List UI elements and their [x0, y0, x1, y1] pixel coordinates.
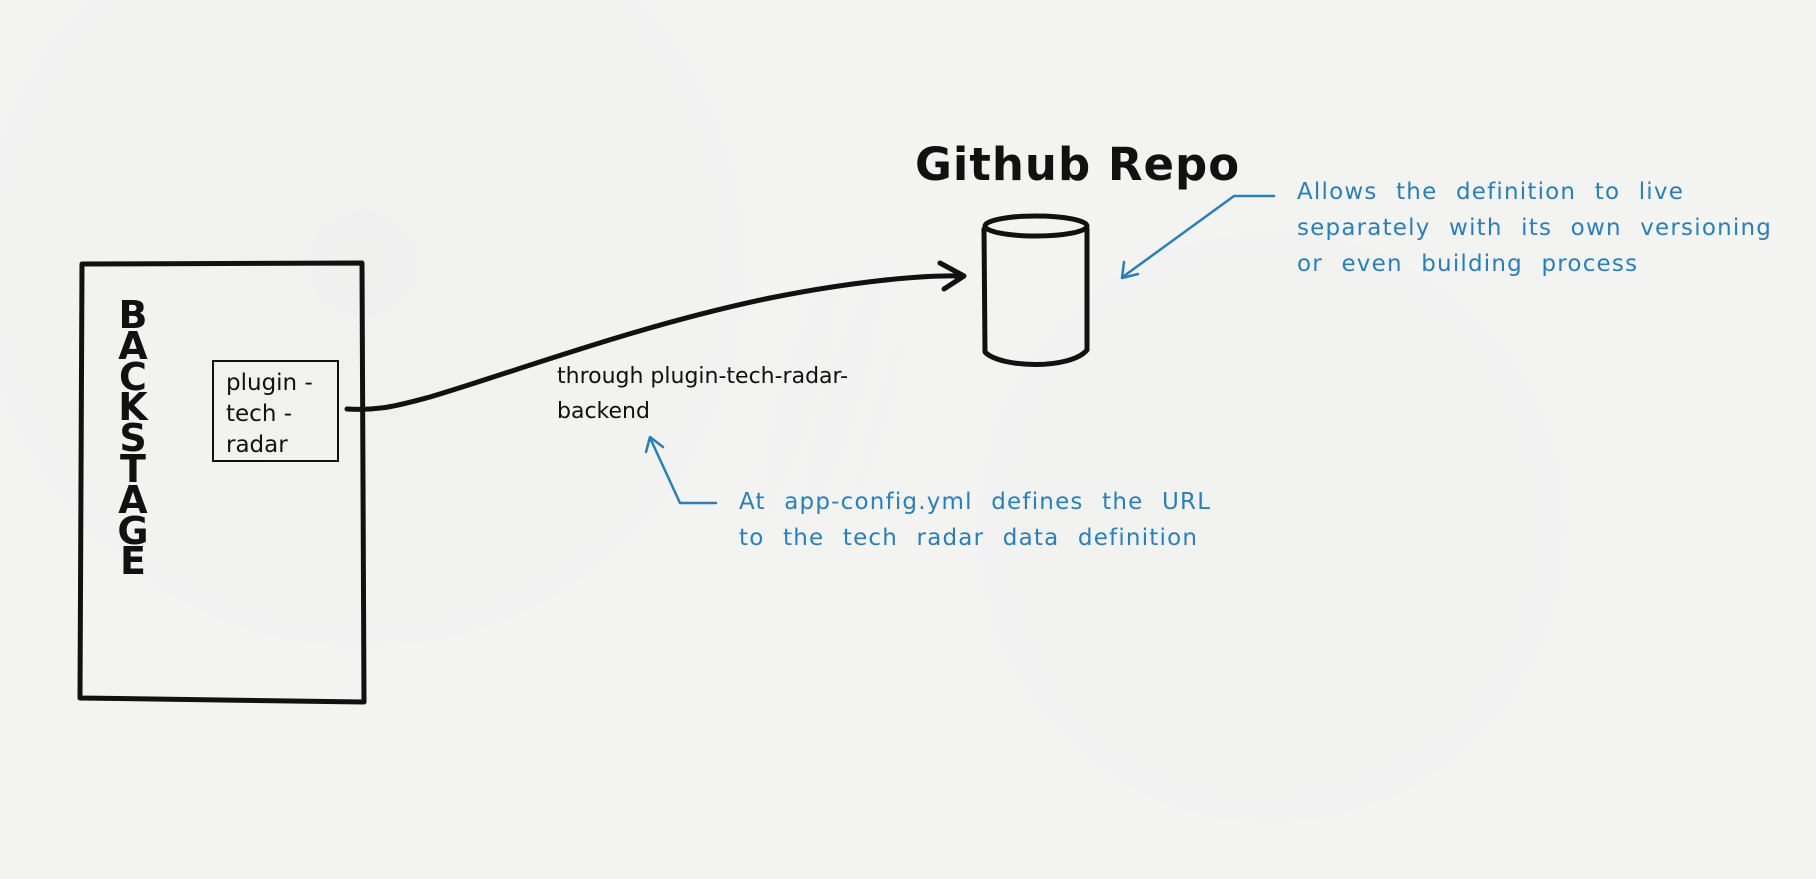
connection-arrow-head: [937, 260, 967, 292]
connection-label-line: through plugin-tech-radar-: [557, 364, 849, 389]
note-bottom-line: to the tech radar data definition: [739, 525, 1199, 551]
backstage-letter: C: [119, 354, 147, 399]
plugin-line: tech -: [226, 401, 293, 427]
backstage-letter: A: [118, 323, 148, 368]
note-top-line: Allows the definition to live: [1297, 179, 1685, 205]
note-bottom: At app-config.yml defines the URL to the…: [739, 484, 1211, 556]
plugin-line: plugin -: [226, 370, 313, 396]
backstage-letter: E: [120, 539, 146, 584]
note-bottom-line: At app-config.yml defines the URL: [739, 489, 1212, 515]
backstage-letter: T: [120, 446, 146, 491]
note-top-line: separately with its own versioning: [1297, 215, 1773, 241]
backstage-letter: K: [118, 385, 148, 430]
connection-label: through plugin-tech-radar- backend: [557, 359, 848, 429]
note-bottom-pointer-head: [644, 435, 665, 454]
note-bottom-pointer-line: [649, 438, 718, 505]
backstage-letter: B: [118, 293, 148, 337]
repo-database-icon: [981, 213, 1090, 367]
note-top-pointer-line: [1122, 194, 1276, 278]
backstage-letter: A: [118, 477, 148, 522]
backstage-letter: G: [117, 508, 149, 553]
backstage-label: B A C K S T A G E: [117, 293, 149, 584]
plugin-tech-radar-box: plugin - tech - radar: [212, 360, 339, 462]
note-top: Allows the definition to live separately…: [1297, 174, 1772, 282]
note-top-pointer-head: [1120, 260, 1140, 280]
repo-title: Github Repo: [915, 138, 1241, 191]
backstage-letter: S: [119, 416, 147, 461]
backstage-box: [77, 260, 367, 705]
connection-label-line: backend: [557, 399, 650, 424]
note-top-line: or even building process: [1297, 251, 1639, 277]
connection-arrow-line: [344, 273, 963, 412]
plugin-line: radar: [226, 432, 288, 458]
